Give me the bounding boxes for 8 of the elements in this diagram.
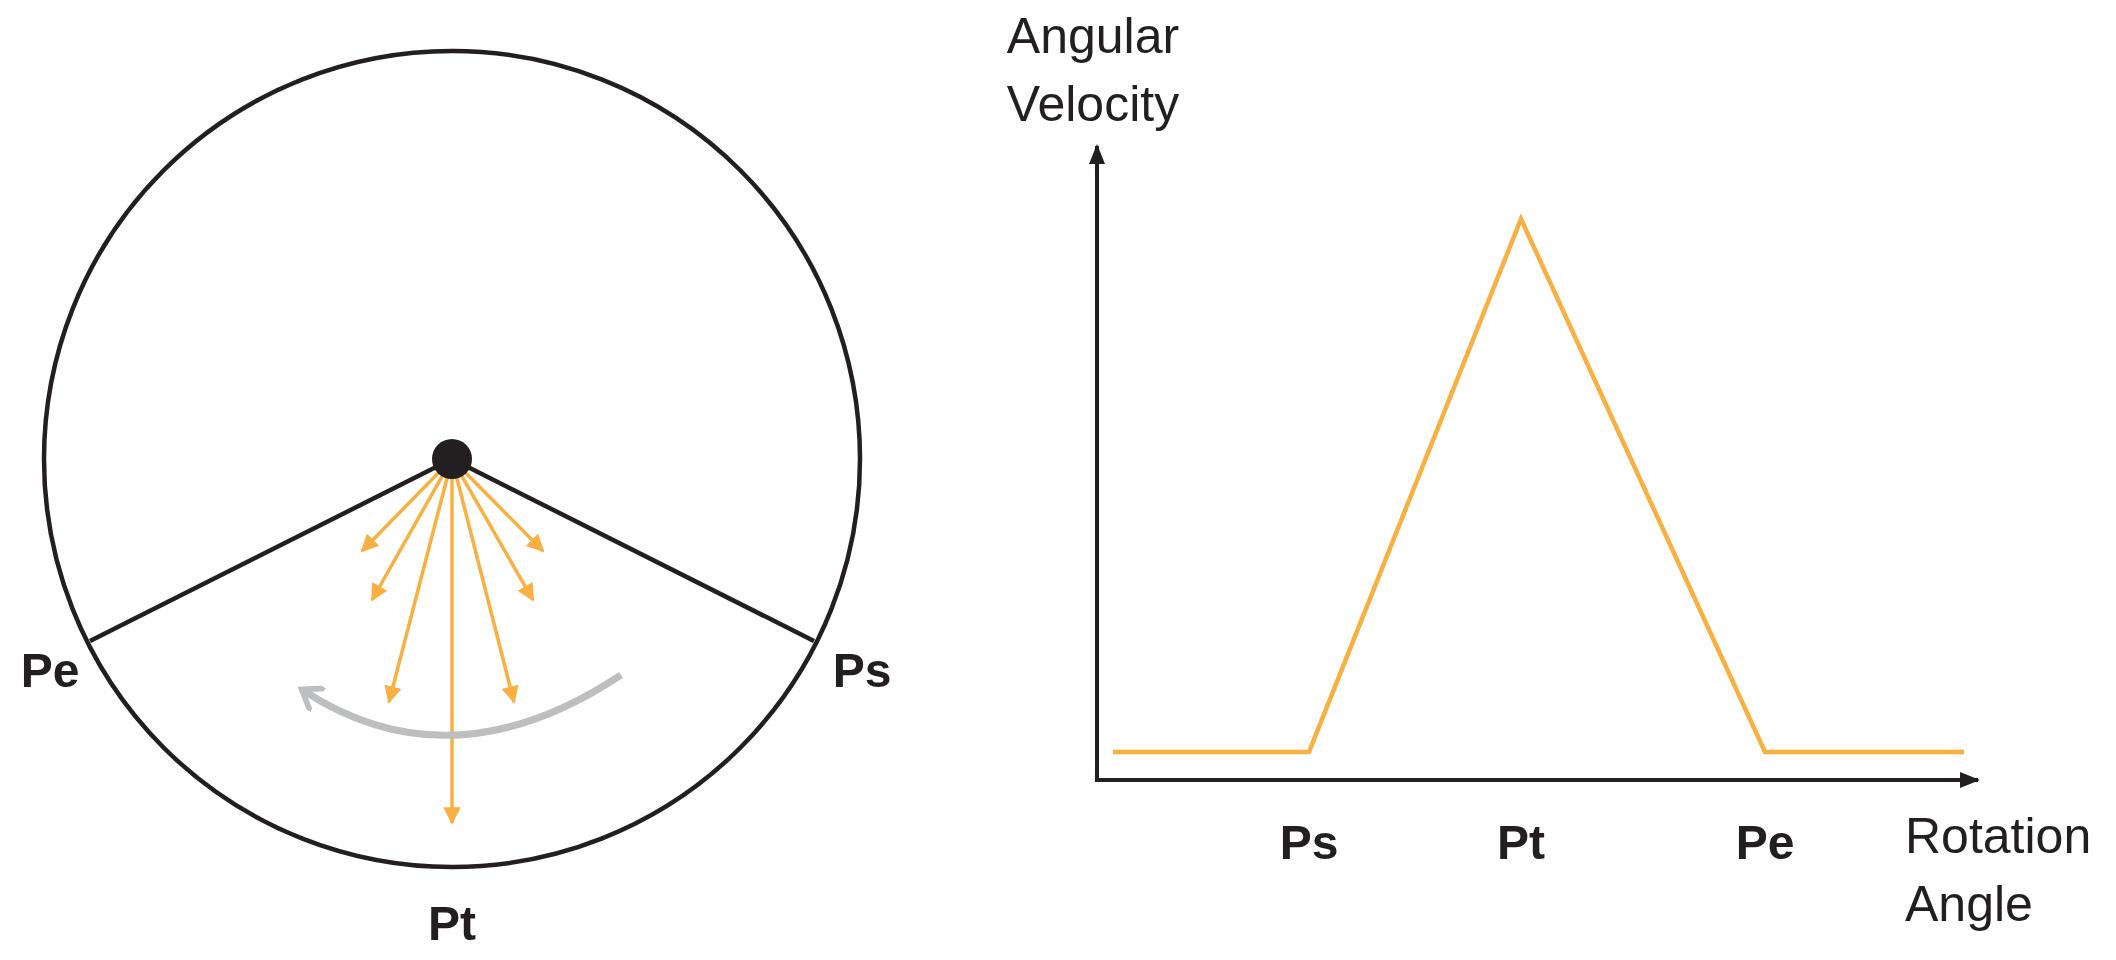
point-label: Ps — [832, 643, 892, 699]
point-label: Pe — [20, 643, 80, 699]
point-label: Pe — [1735, 815, 1795, 871]
axis-label: Rotation Angle — [1905, 807, 2093, 934]
point-label: Pt — [1497, 815, 1545, 871]
axis-label: Angular Velocity — [1005, 7, 1181, 134]
point-label: Ps — [1279, 815, 1339, 871]
point-label: Pt — [428, 896, 476, 952]
